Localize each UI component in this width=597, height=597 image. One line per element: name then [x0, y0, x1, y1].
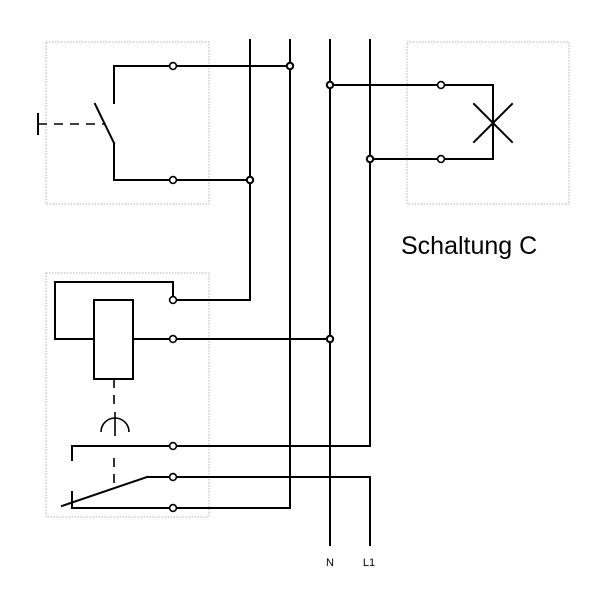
terminal	[168, 472, 178, 482]
terminal	[168, 334, 178, 344]
terminal	[436, 154, 446, 164]
relay-enclosure	[45, 272, 210, 518]
phase-label: L1	[363, 557, 375, 569]
junction-node	[285, 61, 295, 71]
phase-conductor-lower	[172, 476, 371, 546]
terminal	[168, 503, 178, 513]
relay-coil-feed-wire	[54, 281, 251, 340]
pushbutton-contact-blade	[93, 102, 116, 145]
lamp-loop-wire	[329, 84, 494, 160]
pushbutton-enclosure	[45, 41, 210, 205]
terminal	[168, 441, 178, 451]
changeover-contact-blade	[60, 475, 149, 508]
junction-node	[325, 80, 335, 90]
pushbutton-bottom-wire	[113, 142, 251, 181]
lamp-enclosure	[406, 41, 570, 205]
relay-coil-icon	[93, 299, 134, 380]
terminal	[436, 80, 446, 90]
junction-node	[325, 334, 335, 344]
junction-node	[365, 154, 375, 164]
neutral-label: N	[326, 557, 334, 569]
terminal	[168, 295, 178, 305]
pushbutton-top-wire	[113, 65, 291, 104]
terminal	[168, 61, 178, 71]
lamp-icon-stroke-b	[472, 102, 514, 144]
diagram-title: Schaltung C	[401, 232, 537, 260]
junction-node	[245, 175, 255, 185]
contact-bottom-wire	[71, 491, 291, 509]
terminal	[168, 175, 178, 185]
